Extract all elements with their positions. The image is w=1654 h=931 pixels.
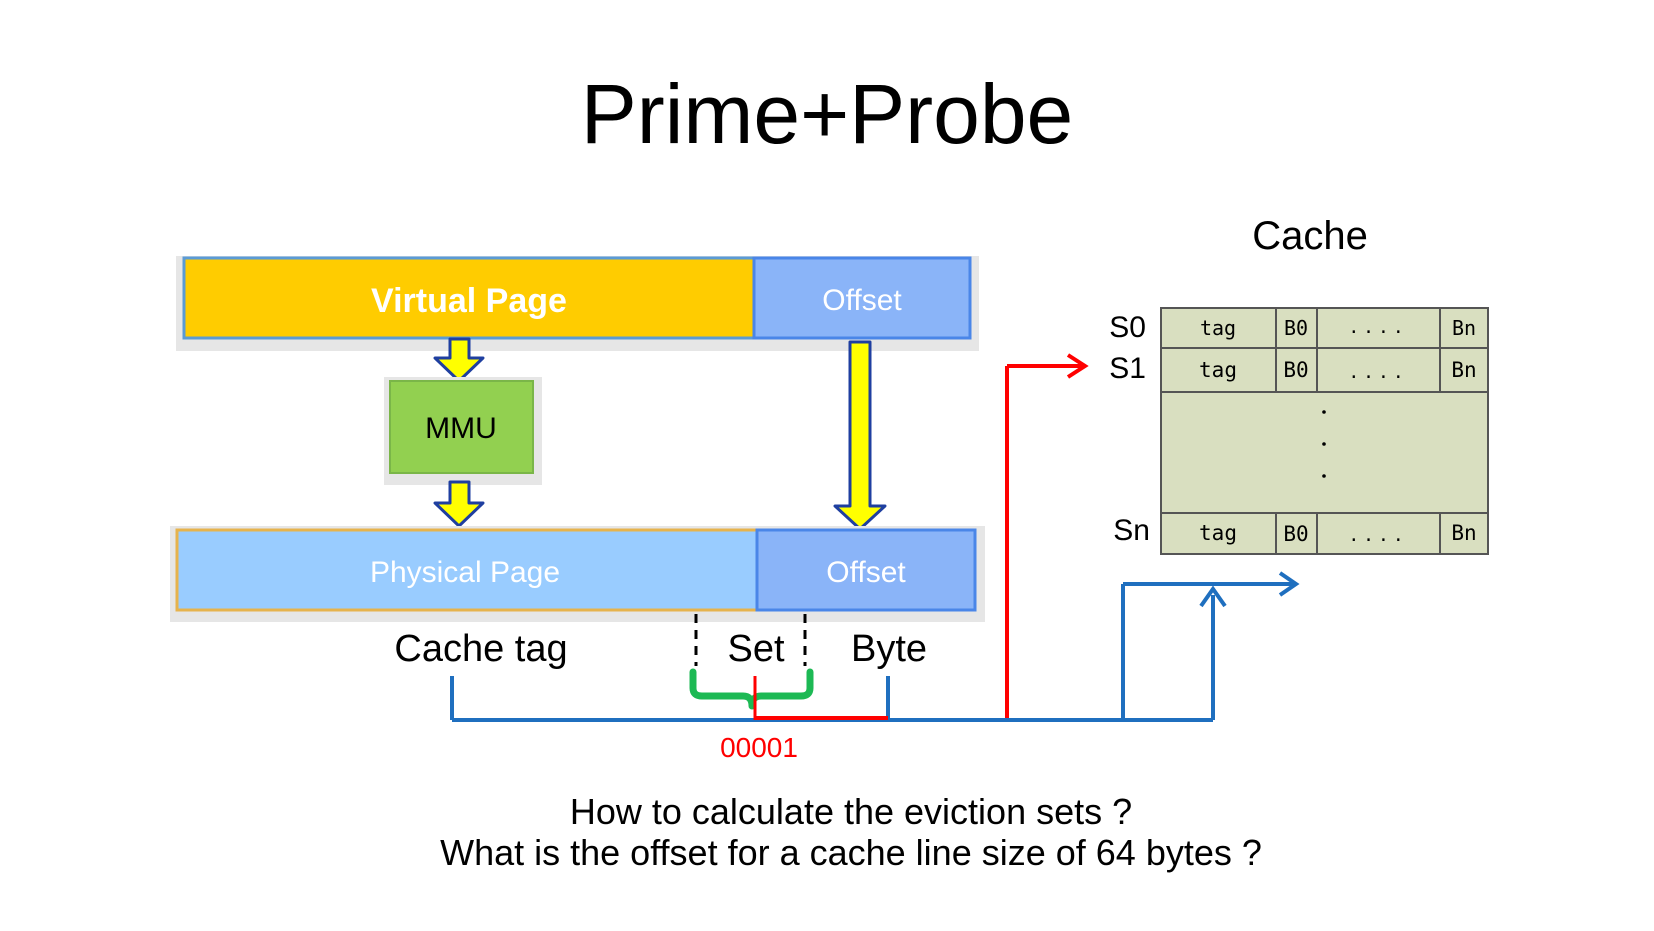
physical-offset-label: Offset: [826, 556, 906, 589]
set-brace: [689, 668, 814, 710]
tag-cell: tag: [1200, 316, 1236, 340]
set-label: Set: [727, 628, 784, 670]
tag-cell: tag: [1199, 521, 1237, 545]
set-name: Sn: [1113, 514, 1150, 547]
set-name: S1: [1109, 352, 1146, 385]
physical-address-bar: Physical Page Offset: [170, 526, 985, 622]
physical-page-label: Physical Page: [370, 556, 560, 589]
cache-row-s0: S0 tag B0 .... Bn: [1109, 307, 1489, 349]
vertical-dot: [1322, 474, 1326, 478]
question-eviction-sets: How to calculate the eviction sets ?: [570, 791, 1132, 832]
block-b0-cell: B0: [1283, 522, 1308, 546]
virtual-page-label: Virtual Page: [371, 282, 567, 320]
tag-cell: tag: [1199, 358, 1237, 382]
cache-title: Cache: [1252, 214, 1368, 258]
question-offset: What is the offset for a cache line size…: [440, 832, 1262, 873]
virtual-address-bar: Virtual Page Offset: [176, 256, 979, 351]
block-b0-cell: B0: [1284, 316, 1308, 340]
blue-connector: [450, 571, 1300, 722]
cache-row-s1: S1 tag B0 .... Bn: [1109, 347, 1489, 393]
cache-table: S0 tag B0 .... Bn S1 tag B0 .... Bn: [1109, 307, 1489, 555]
physical-page-box: [175, 528, 759, 612]
block-ellipsis-cell: ....: [1348, 317, 1407, 338]
block-bn-cell: Bn: [1451, 358, 1476, 382]
arrow-down-icon: [833, 340, 887, 531]
slide-title: Prime+Probe: [581, 67, 1074, 161]
arrow-right-icon: [1066, 353, 1089, 379]
virtual-page-box: [182, 256, 756, 340]
block-bn-cell: Bn: [1451, 521, 1476, 545]
arrow-down-icon: [433, 480, 485, 528]
cache-tag-label: Cache tag: [394, 628, 567, 670]
block-bn-cell: Bn: [1452, 316, 1476, 340]
virtual-offset-label: Offset: [822, 284, 902, 317]
vertical-dot: [1322, 442, 1326, 446]
mmu-block: MMU: [384, 377, 542, 485]
physical-offset-box: [755, 528, 977, 612]
mmu-label: MMU: [425, 412, 497, 445]
arrow-up-icon: [1199, 585, 1227, 608]
block-b0-cell: B0: [1283, 358, 1308, 382]
virtual-offset-box: [752, 256, 972, 340]
block-ellipsis-cell: ....: [1348, 525, 1407, 546]
byte-label: Byte: [851, 628, 927, 670]
block-ellipsis-cell: ....: [1348, 362, 1407, 383]
arrow-down-icon: [433, 337, 485, 383]
red-connector: [753, 353, 1089, 720]
set-value: 00001: [720, 732, 798, 763]
arrow-right-icon: [1278, 571, 1300, 597]
set-name: S0: [1109, 311, 1146, 344]
cache-row-sn: Sn tag B0 .... Bn: [1113, 512, 1489, 555]
vertical-dot: [1322, 410, 1326, 414]
